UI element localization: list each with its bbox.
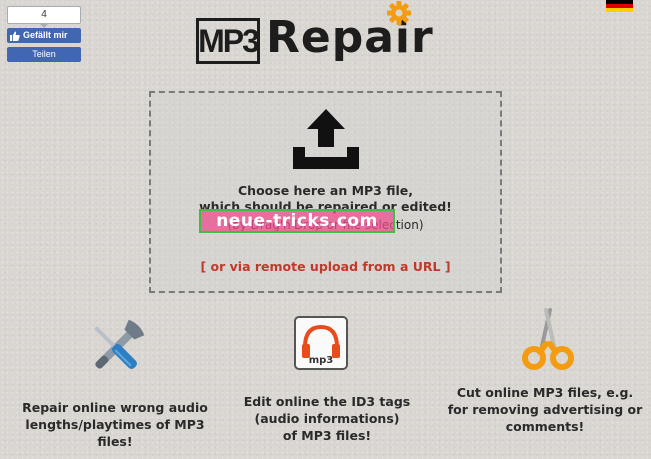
feature-repair-text: Repair online wrong audio lengths/playti…	[10, 399, 220, 450]
like-count-bubble: 4	[7, 6, 81, 28]
file-drop-zone[interactable]: Choose here an MP3 file, which should be…	[149, 91, 502, 293]
feature-cut-line: Cut online MP3 files, e.g.	[456, 385, 634, 400]
remote-upload-link[interactable]: [ or via remote upload from a URL ]	[200, 259, 451, 274]
gear-icon	[387, 1, 411, 25]
feature-id3-line: Edit online the ID3 tags	[243, 394, 411, 409]
facebook-social-widget: 4 Gefällt mir Teilen	[7, 6, 81, 62]
thumbs-up-icon	[10, 31, 20, 41]
upload-tray-icon	[293, 109, 359, 169]
feature-id3-line: (audio informations)	[254, 411, 400, 426]
mp3-headphones-icon: mp3	[294, 316, 348, 370]
scissors-icon	[522, 308, 574, 370]
feature-cut-line: comments!	[505, 419, 585, 434]
like-button-label: Gefällt mir	[23, 30, 68, 40]
feature-repair-line: lengths/playtimes of MP3	[25, 417, 205, 432]
feature-cut-line: for removing advertising or	[447, 402, 643, 417]
feature-cut-text: Cut online MP3 files, e.g. for removing …	[440, 384, 650, 435]
mp3-icon-label: mp3	[309, 355, 334, 366]
facebook-like-button[interactable]: Gefällt mir	[7, 28, 81, 43]
feature-id3-line: of MP3 files!	[282, 428, 372, 443]
german-flag-icon[interactable]	[606, 0, 633, 12]
dropzone-instruction: Choose here an MP3 file,	[238, 183, 413, 198]
mp3-repair-logo[interactable]: MP3 Repair	[196, 1, 456, 66]
feature-id3-text: Edit online the ID3 tags (audio informat…	[222, 393, 432, 444]
watermark-overlay: neue-tricks.com	[199, 209, 395, 233]
feature-repair-line: Repair online wrong audio	[22, 400, 208, 415]
wrench-screwdriver-icon	[94, 319, 145, 369]
logo-mp3-box: MP3	[196, 18, 260, 64]
facebook-share-button[interactable]: Teilen	[7, 47, 81, 62]
feature-repair-line: files!	[97, 434, 133, 449]
